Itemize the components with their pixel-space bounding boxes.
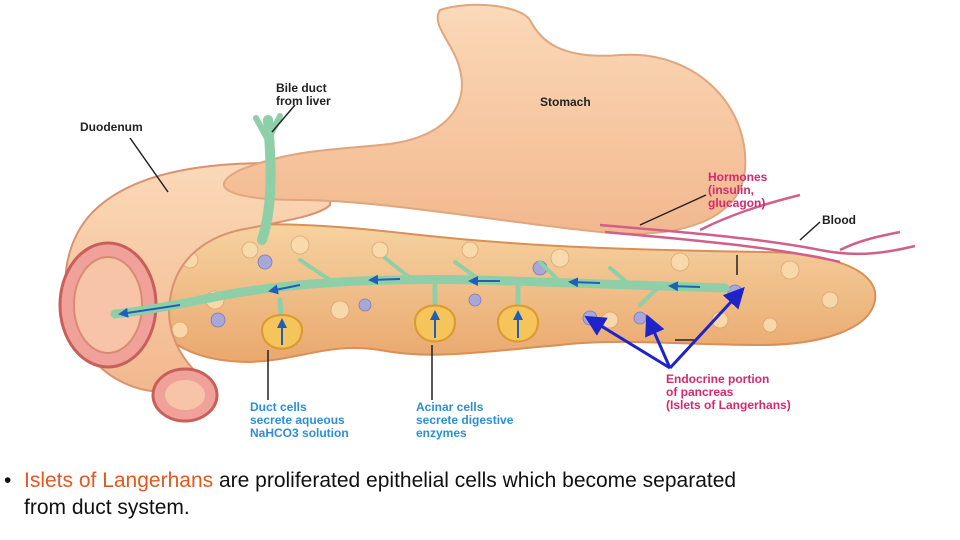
label-duct-cells: Duct cells secrete aqueous NaHCO3 soluti… — [250, 400, 349, 440]
label-endocrine: Endocrine portion of pancreas (Islets of… — [666, 372, 791, 412]
stomach — [223, 3, 747, 235]
label-duodenum: Duodenum — [80, 120, 143, 134]
endocrine-pointer-arrows — [584, 286, 745, 370]
bullet: • — [4, 469, 12, 492]
pancreas — [149, 223, 877, 364]
leader-lines — [129, 104, 821, 400]
caption-highlight: Islets of Langerhans — [24, 469, 214, 492]
caption-line1: are proliferated epithelial cells which … — [213, 469, 737, 492]
bile-duct — [257, 115, 276, 245]
blood-vessels — [599, 193, 916, 264]
caption-line2: from duct system. — [24, 496, 190, 519]
pancreas-lobules — [171, 235, 839, 339]
caption: • Islets of Langerhans are proliferated e… — [4, 467, 934, 521]
pancreas-anatomy-diagram: Bile duct from liver Stomach Duodenum Ho… — [58, 3, 916, 440]
label-stomach: Stomach — [540, 95, 591, 109]
label-blood: Blood — [822, 213, 856, 227]
label-hormones: Hormones (insulin, glucagon) — [708, 170, 771, 210]
duct-flow-arrows — [118, 274, 701, 318]
label-acinar-cells: Acinar cells secrete digestive enzymes — [416, 400, 517, 440]
label-bile-duct: Bile duct from liver — [276, 81, 331, 108]
